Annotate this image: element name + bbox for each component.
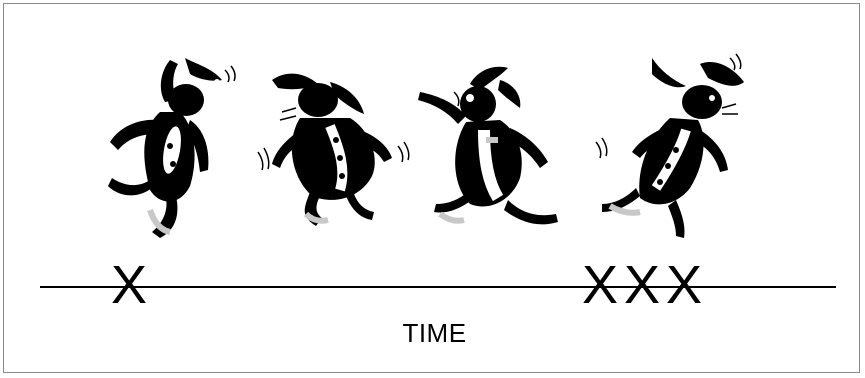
event-marker-right-1: X — [578, 258, 622, 312]
dancing-rabbit-1 — [108, 58, 235, 238]
event-marker-left: X — [104, 258, 154, 312]
event-marker-right-3: X — [662, 258, 706, 312]
dancing-rabbit-4 — [596, 54, 744, 238]
dancing-rabbit-3 — [418, 67, 558, 225]
dancing-rabbit-2 — [258, 74, 409, 226]
event-marker-right-2: X — [620, 258, 664, 312]
time-axis-label: TIME — [0, 318, 865, 349]
